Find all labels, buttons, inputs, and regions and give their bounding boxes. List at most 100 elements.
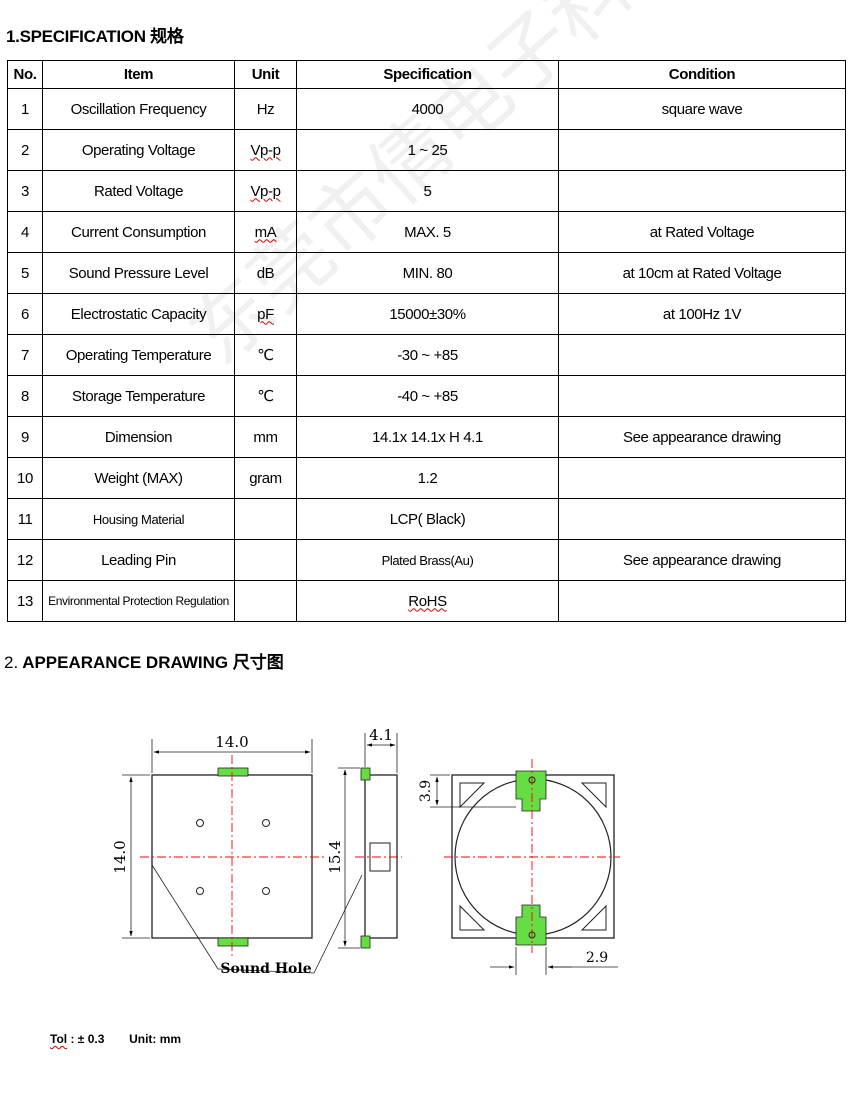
cell-unit xyxy=(234,580,297,622)
sound-hole xyxy=(196,819,204,827)
col-header-specification: Specification xyxy=(296,60,559,89)
cell-condition xyxy=(558,375,846,417)
front-view: 14.0 14.0 xyxy=(111,733,326,957)
table-row: 13 Environmental Protection Regulation R… xyxy=(7,580,846,622)
cell-unit xyxy=(234,498,297,540)
cell-no: 7 xyxy=(7,334,43,376)
side-top-pad xyxy=(360,767,371,781)
col-header-unit: Unit xyxy=(234,60,297,89)
sound-hole xyxy=(262,819,270,827)
cell-condition: at 100Hz 1V xyxy=(558,293,846,335)
spec-table: No. Item Unit Specification Condition 1 … xyxy=(7,60,846,622)
cell-no: 2 xyxy=(7,129,43,171)
bottom-pad xyxy=(217,937,249,947)
cell-unit: mA xyxy=(234,211,297,253)
cell-condition: square wave xyxy=(558,88,846,130)
col-header-condition: Condition xyxy=(558,60,846,89)
cell-item: Operating Voltage xyxy=(42,129,235,171)
table-row: 9 Dimension mm 14.1x 14.1x H 4.1 See app… xyxy=(7,416,846,458)
cell-no: 13 xyxy=(7,580,43,622)
cell-no: 8 xyxy=(7,375,43,417)
appearance-drawing: 14.0 14.0 4.1 15.4 xyxy=(111,726,620,977)
cell-no: 12 xyxy=(7,539,43,581)
table-row: 8 Storage Temperature ℃ -40 ~ +85 xyxy=(7,375,846,417)
unit-text: Vp-p xyxy=(250,182,281,200)
cell-item: Storage Temperature xyxy=(42,375,235,417)
col-header-no: No. xyxy=(7,60,43,89)
cell-spec: Plated Brass(Au) xyxy=(296,539,559,581)
section-number: 2. xyxy=(4,653,19,672)
cell-unit: dB xyxy=(234,252,297,294)
cell-unit: Vp-p xyxy=(234,129,297,171)
dim-height-text: 14.0 xyxy=(111,840,129,873)
table-row: 12 Leading Pin Plated Brass(Au) See appe… xyxy=(7,539,846,581)
section-title-appearance: 2.APPEARANCE DRAWING 尺寸图 xyxy=(4,648,284,673)
table-header-row: No. Item Unit Specification Condition xyxy=(7,60,846,89)
cell-item: Dimension xyxy=(42,416,235,458)
cell-unit: Vp-p xyxy=(234,170,297,212)
cell-no: 3 xyxy=(7,170,43,212)
table-row: 11 Housing Material LCP( Black) xyxy=(7,498,846,540)
sound-hole-callout: Sound Hole xyxy=(151,864,363,977)
cell-spec: MIN. 80 xyxy=(296,252,559,294)
cell-spec: 1 ~ 25 xyxy=(296,129,559,171)
cell-no: 1 xyxy=(7,88,43,130)
cell-unit: Hz xyxy=(234,88,297,130)
cell-no: 6 xyxy=(7,293,43,335)
cell-item: Weight (MAX) xyxy=(42,457,235,499)
cell-item: Operating Temperature xyxy=(42,334,235,376)
cell-condition xyxy=(558,457,846,499)
dim-side-height-text: 15.4 xyxy=(326,840,344,873)
table-row: 6 Electrostatic Capacity pF 15000±30% at… xyxy=(7,293,846,335)
table-row: 7 Operating Temperature ℃ -30 ~ +85 xyxy=(7,334,846,376)
cell-unit: ℃ xyxy=(234,334,297,376)
corner-mark xyxy=(580,782,607,809)
unit-note: Unit: mm xyxy=(129,1032,182,1046)
tolerance-note: Tol : ± 0.3 Unit: mm xyxy=(50,1032,181,1046)
leader-line xyxy=(217,968,315,974)
cell-item: Current Consumption xyxy=(42,211,235,253)
cell-spec: RoHS xyxy=(296,580,559,622)
top-pad xyxy=(217,767,249,777)
cell-item: Sound Pressure Level xyxy=(42,252,235,294)
sound-hole xyxy=(262,887,270,895)
sound-hole xyxy=(196,887,204,895)
corner-mark xyxy=(580,904,607,931)
corner-mark xyxy=(459,782,486,809)
section-title-text: APPEARANCE DRAWING 尺寸图 xyxy=(22,653,284,672)
dim-pin-width-text: 2.9 xyxy=(586,950,608,966)
side-bottom-pad xyxy=(360,935,371,949)
cell-spec: 14.1x 14.1x H 4.1 xyxy=(296,416,559,458)
leader-line xyxy=(151,864,219,970)
cell-no: 5 xyxy=(7,252,43,294)
cell-spec: -40 ~ +85 xyxy=(296,375,559,417)
dim-thickness-text: 4.1 xyxy=(369,726,393,744)
cell-no: 10 xyxy=(7,457,43,499)
cell-condition: See appearance drawing xyxy=(558,539,846,581)
cell-item: Housing Material xyxy=(42,498,235,540)
cell-condition xyxy=(558,334,846,376)
table-row: 10 Weight (MAX) gram 1.2 xyxy=(7,457,846,499)
cell-spec: -30 ~ +85 xyxy=(296,334,559,376)
cell-spec: 1.2 xyxy=(296,457,559,499)
cell-item: Leading Pin xyxy=(42,539,235,581)
cell-spec: 15000±30% xyxy=(296,293,559,335)
cell-unit xyxy=(234,539,297,581)
unit-text: Vp-p xyxy=(250,141,281,159)
cell-no: 9 xyxy=(7,416,43,458)
cell-item: Rated Voltage xyxy=(42,170,235,212)
pin-pad-bottom xyxy=(515,904,547,946)
table-row: 3 Rated Voltage Vp-p 5 xyxy=(7,170,846,212)
cell-condition xyxy=(558,129,846,171)
cell-condition: See appearance drawing xyxy=(558,416,846,458)
cell-item: Environmental Protection Regulation xyxy=(42,580,235,622)
cell-condition xyxy=(558,170,846,212)
cell-condition: at Rated Voltage xyxy=(558,211,846,253)
cell-no: 11 xyxy=(7,498,43,540)
cell-condition: at 10cm at Rated Voltage xyxy=(558,252,846,294)
dim-pin-offset-text: 3.9 xyxy=(418,780,434,802)
cell-condition xyxy=(558,498,846,540)
tol-label: Tol xyxy=(50,1032,68,1046)
side-view: 4.1 15.4 xyxy=(326,726,402,949)
leader-line xyxy=(313,874,363,974)
